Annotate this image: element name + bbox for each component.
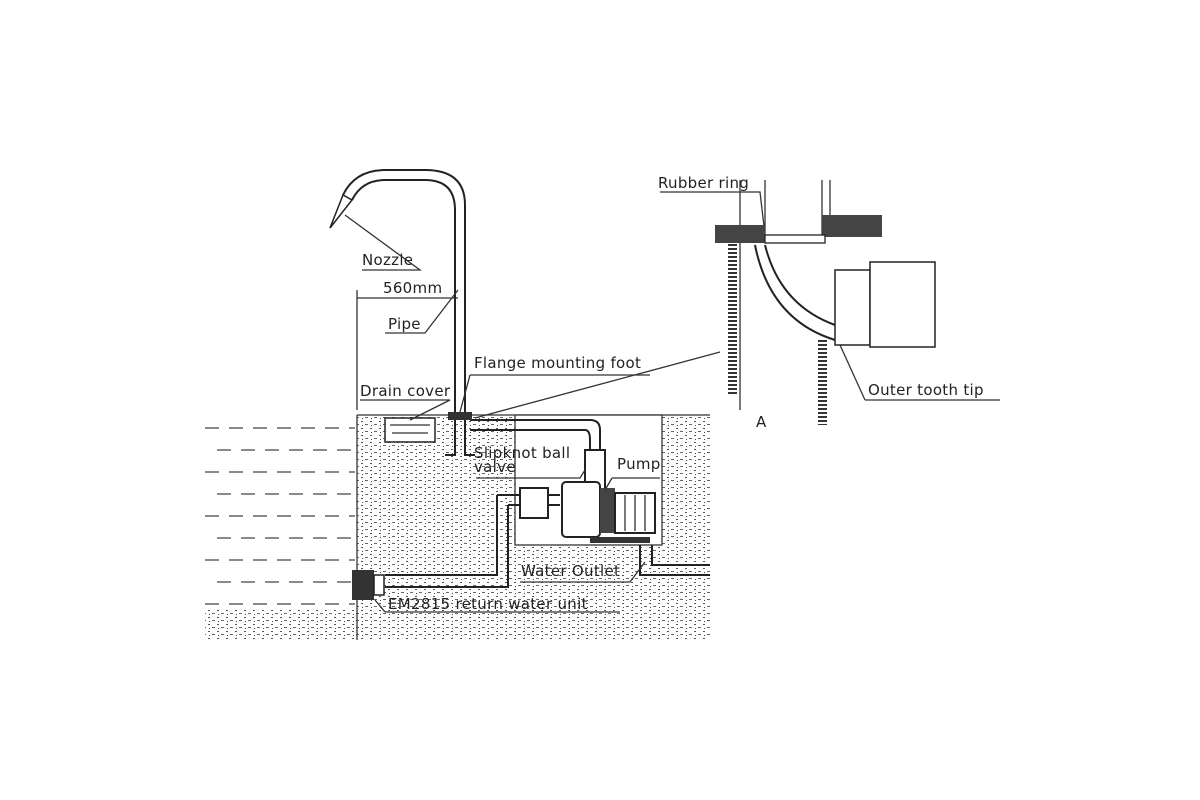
label-dimension: 560mm [383, 279, 442, 297]
label-nozzle: Nozzle [362, 251, 413, 269]
dimension-560mm [356, 290, 458, 410]
label-outer-tooth: Outer tooth tip [868, 381, 984, 399]
label-flange: Flange mounting foot [474, 354, 641, 372]
label-rubber-ring: Rubber ring [658, 174, 749, 192]
label-return-unit: EM2815 return water unit [388, 595, 588, 613]
label-valve-2: valve [474, 458, 516, 476]
return-water-unit [352, 570, 385, 600]
label-drain-cover: Drain cover [360, 382, 451, 400]
label-detail-a: A [756, 413, 767, 431]
drain-cover [384, 417, 436, 443]
label-pipe: Pipe [388, 315, 421, 333]
piping [385, 418, 710, 588]
detail-a [715, 180, 936, 425]
nozzle-icon [329, 193, 354, 229]
leader-lines [344, 191, 1000, 613]
label-pump: Pump [617, 455, 661, 473]
label-valve-1: Slipknot ball [474, 444, 570, 462]
riser-pipe [329, 169, 466, 412]
flange-mounting-foot [448, 412, 472, 420]
pool-water [205, 427, 355, 605]
label-water-outlet: Water Outlet [521, 562, 620, 580]
pump [519, 449, 656, 543]
